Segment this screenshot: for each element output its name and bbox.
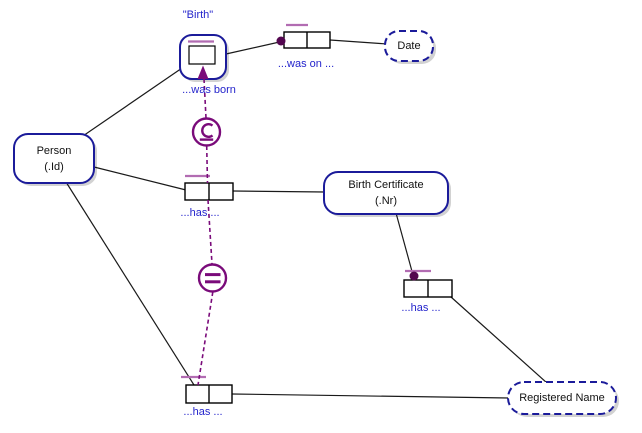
- person-entity-shape[interactable]: [13, 133, 95, 184]
- equality-constraint[interactable]: [197, 263, 228, 293]
- line-person-birth: [79, 65, 186, 139]
- role-box-was-born[interactable]: [188, 45, 216, 65]
- line-person-has-name: [65, 181, 195, 386]
- role-boxes: [184, 31, 453, 404]
- line-cert-has: [395, 212, 414, 276]
- reading-was-born: ...was born: [182, 84, 236, 96]
- subset-link-bottom: [205, 145, 209, 184]
- connector-lines: [65, 39, 548, 399]
- line-has-certificate: [232, 190, 326, 193]
- reading-was-on: ...was on ...: [277, 58, 335, 70]
- subset-circle[interactable]: [191, 117, 222, 147]
- line-hasname-registeredname: [231, 393, 510, 399]
- line-wason-date: [329, 39, 388, 45]
- equality-link-top: [207, 199, 213, 265]
- birth-certificate-entity-shape[interactable]: [323, 171, 449, 215]
- shape-shadows: [17, 34, 619, 417]
- date-valuetype-shape[interactable]: [384, 30, 434, 62]
- uniqueness-bars: [181, 23, 431, 379]
- registered-name-valuetype-shape[interactable]: [507, 381, 617, 415]
- constraint-links: [197, 78, 214, 386]
- line-certhas-registeredname: [450, 296, 548, 384]
- mandatory-dot-cert-has: [409, 271, 419, 281]
- reading-has-certificate: ...has ...: [180, 207, 220, 219]
- line-person-has-cert: [93, 166, 187, 191]
- equality-circle[interactable]: [197, 263, 228, 293]
- subset-constraint[interactable]: [191, 117, 222, 147]
- mandatory-dot-birth-wason: [276, 36, 286, 46]
- equality-link-bottom: [197, 291, 214, 386]
- reading-has-name: ...has ...: [183, 406, 223, 418]
- line-birth-wason: [225, 40, 285, 55]
- subset-arrowhead-icon: [197, 65, 209, 79]
- birth-objectified-label: "Birth": [182, 9, 214, 21]
- subset-icon: [201, 123, 214, 138]
- reading-certificate-has: ...has ...: [401, 302, 441, 314]
